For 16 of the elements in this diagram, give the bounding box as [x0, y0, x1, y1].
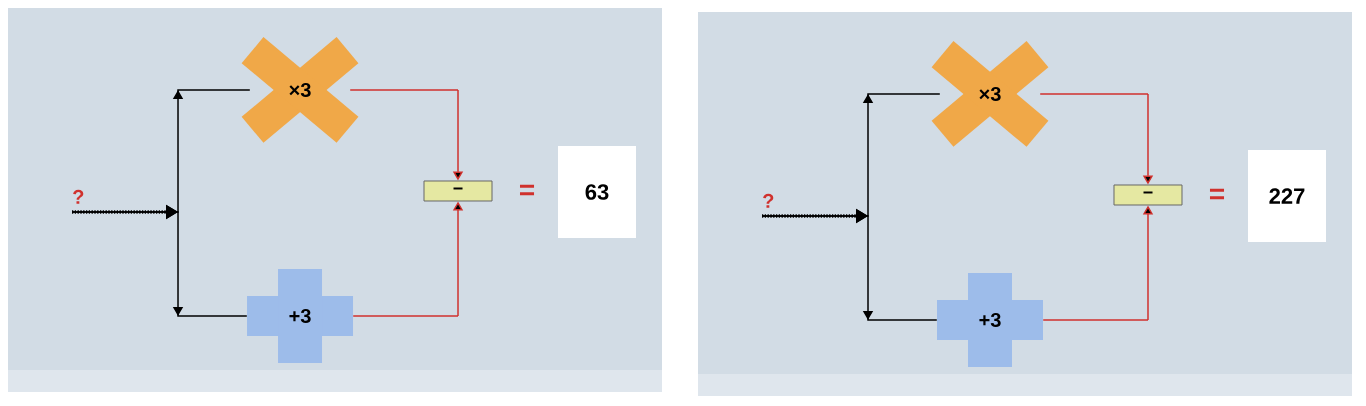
plus-cross: +3: [937, 273, 1043, 367]
plus-cross: +3: [247, 269, 353, 363]
result-box: 63: [558, 146, 636, 238]
question-mark: ?: [73, 189, 84, 204]
card-background: [698, 12, 1352, 396]
arrow: [71, 204, 248, 317]
multiply-cross: ×3: [241, 37, 359, 143]
minus-box: −: [423, 180, 493, 202]
card-background: [8, 8, 662, 392]
equals-sign: =: [520, 184, 535, 196]
question-mark: ?: [763, 193, 774, 208]
result-box: 227: [1248, 150, 1326, 242]
multiply-cross: ×3: [931, 41, 1049, 147]
arrow: [761, 208, 938, 321]
equals-sign: =: [1210, 188, 1224, 200]
minus-box: −: [1113, 184, 1183, 206]
